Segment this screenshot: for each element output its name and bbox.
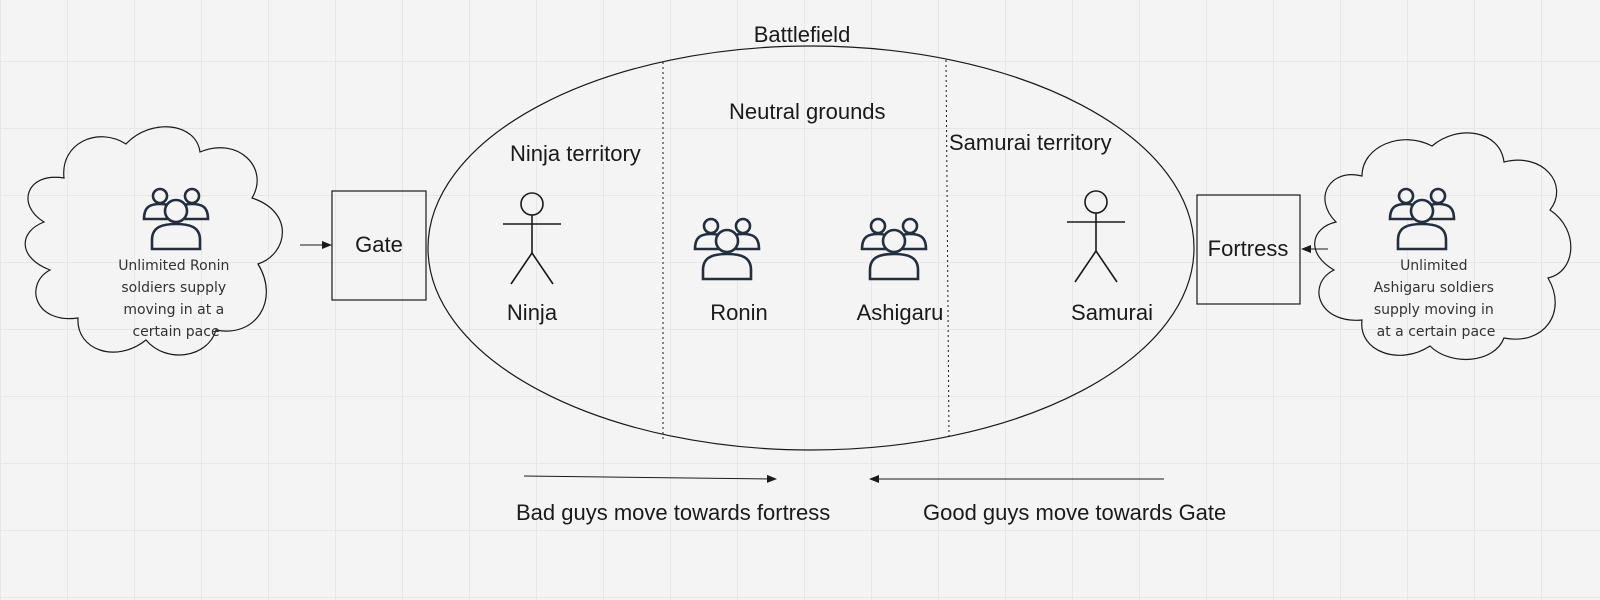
- ronin-label: Ronin: [710, 300, 767, 325]
- battlefield-title: Battlefield: [754, 22, 851, 47]
- battlefield-ellipse: [427, 45, 1195, 451]
- group-users-icon: [142, 187, 210, 251]
- samurai-label: Samurai: [1071, 300, 1153, 325]
- right-cloud-line-4: at a certain pace: [1377, 324, 1496, 340]
- samurai-stick-figure-icon: [1066, 190, 1126, 283]
- gate-box: [331, 190, 427, 301]
- ashigaru-label: Ashigaru: [857, 300, 944, 325]
- bad-guys-arrow: [523, 474, 777, 483]
- ashigaru-group-icon: [860, 217, 928, 281]
- left-cloud: [24, 126, 283, 356]
- fortress-label: Fortress: [1208, 236, 1289, 261]
- bad-guys-label: Bad guys move towards fortress: [516, 500, 830, 525]
- samurai-zone-divider: [945, 59, 950, 437]
- fortress-box: [1196, 194, 1301, 305]
- ninja-territory-label: Ninja territory: [510, 141, 641, 166]
- gate-label: Gate: [355, 232, 403, 257]
- neutral-grounds-label: Neutral grounds: [729, 99, 886, 124]
- ronin-group-icon: [693, 217, 761, 281]
- ninja-stick-figure-icon: [502, 192, 562, 285]
- samurai-territory-label: Samurai territory: [949, 130, 1112, 155]
- good-guys-label: Good guys move towards Gate: [923, 500, 1226, 525]
- left-cloud-line-2: soldiers supply: [121, 280, 226, 296]
- right-cloud-line-1: Unlimited: [1400, 258, 1467, 274]
- svg-text:Unlimited Ashigaru soldier: Unlimited Ashigaru soldiers supply movin…: [1374, 258, 1499, 340]
- right-cloud-line-3: supply moving in: [1374, 302, 1494, 318]
- group-users-icon: [1388, 187, 1456, 251]
- right-cloud-line-2: Ashigaru soldiers: [1374, 280, 1494, 296]
- left-cloud-line-1: Unlimited Ronin: [118, 258, 229, 274]
- svg-text:Unlimited Ronin soldiers s: Unlimited Ronin soldiers supply moving i…: [118, 258, 234, 340]
- ninja-label: Ninja: [507, 300, 558, 325]
- left-cloud-line-3: moving in at a: [123, 302, 224, 318]
- right-cloud: [1314, 132, 1572, 361]
- left-cloud-line-4: certain pace: [132, 324, 219, 340]
